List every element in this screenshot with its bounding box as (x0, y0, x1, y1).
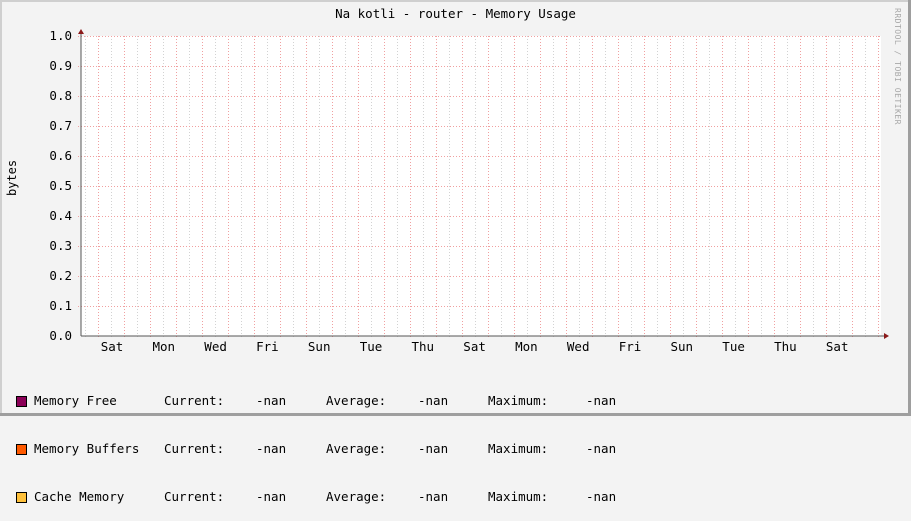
cache-memory-swatch-icon (16, 491, 27, 503)
y-tick-label: 0.1 (49, 298, 72, 313)
x-tick-label: Mon (515, 339, 538, 354)
x-tick-label: Fri (618, 339, 642, 354)
y-tick-label: 0.0 (49, 328, 72, 343)
current-label: Current: (164, 393, 225, 408)
average-label: Average: (326, 393, 387, 408)
y-tick-label: 0.8 (49, 88, 72, 103)
maximum-value: -nan (586, 441, 617, 456)
current-value: -nan (256, 489, 287, 504)
x-tick-label: Sat (100, 339, 124, 354)
x-tick-label: Sat (463, 339, 486, 354)
frame-right (908, 0, 911, 416)
current-label: Current: (164, 489, 225, 504)
grid-and-axes (78, 29, 889, 339)
legend-label: Memory Free (34, 393, 117, 408)
current-value: -nan (256, 393, 287, 408)
maximum-label: Maximum: (488, 489, 549, 504)
frame-bottom (0, 413, 911, 416)
legend-row-cache-memory: Cache Memory Current: -nan Average: -nan… (16, 489, 616, 505)
current-label: Current: (164, 441, 225, 456)
y-tick-label: 0.7 (49, 118, 72, 133)
x-tick-label: Thu (774, 339, 797, 354)
legend-label: Memory Buffers (34, 441, 140, 456)
maximum-label: Maximum: (488, 393, 549, 408)
x-tick-label: Fri (256, 339, 279, 354)
average-label: Average: (326, 489, 387, 504)
maximum-value: -nan (586, 489, 617, 504)
horizontal-gridlines (78, 36, 881, 307)
current-value: -nan (256, 441, 287, 456)
average-value: -nan (418, 393, 449, 408)
maximum-value: -nan (586, 393, 617, 408)
average-value: -nan (418, 489, 449, 504)
x-tick-label: Wed (566, 339, 590, 354)
legend-row-memory-free: Memory Free Current: -nan Average: -nan … (16, 393, 616, 409)
y-tick-label: 0.2 (49, 268, 72, 283)
y-tick-label: 0.3 (49, 238, 72, 253)
chart-title: Na kotli - router - Memory Usage (335, 6, 576, 21)
x-tick-label: Wed (204, 339, 227, 354)
average-value: -nan (418, 441, 449, 456)
x-tick-label: Mon (152, 339, 176, 354)
frame-left (0, 0, 2, 416)
y-tick-label: 0.5 (49, 178, 72, 193)
legend-row-memory-buffers: Memory Buffers Current: -nan Average: -n… (16, 441, 616, 457)
legend: Memory Free Current: -nan Average: -nan … (16, 361, 616, 521)
y-tick-label: 0.9 (49, 58, 72, 73)
maximum-label: Maximum: (488, 441, 549, 456)
frame-top (0, 0, 911, 2)
y-tick-label: 0.4 (49, 208, 72, 223)
x-axis-arrow-icon (884, 333, 889, 339)
x-tick-label: Tue (359, 339, 383, 354)
y-tick-label: 0.6 (49, 148, 72, 163)
x-tick-label: Sat (825, 339, 849, 354)
watermark: RRDTOOL / TOBI OETIKER (893, 8, 902, 125)
legend-label: Cache Memory (34, 489, 125, 504)
x-tick-label: Sun (670, 339, 694, 354)
y-axis-arrow-icon (78, 29, 84, 34)
average-label: Average: (326, 441, 387, 456)
x-tick-label: Tue (722, 339, 745, 354)
x-tick-label: Sun (307, 339, 331, 354)
memory-buffers-swatch-icon (16, 443, 27, 455)
y-tick-label: 1.0 (49, 28, 72, 43)
x-tick-label: Thu (411, 339, 435, 354)
memory-free-swatch-icon (16, 395, 27, 407)
